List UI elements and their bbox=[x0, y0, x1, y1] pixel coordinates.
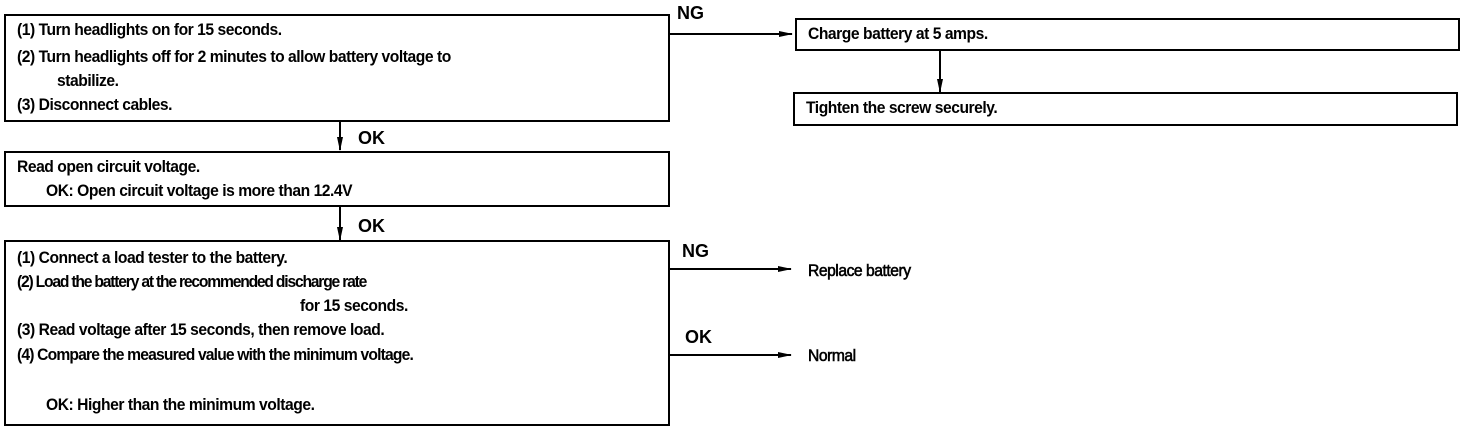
step2-line2: OK: Open circuit voltage is more than 12… bbox=[46, 181, 353, 200]
step3-line4: (3) Read voltage after 15 seconds, then … bbox=[17, 320, 385, 339]
step3-line5: (4) Compare the measured value with the … bbox=[17, 345, 414, 364]
step1-line2: (2) Turn headlights off for 2 minutes to… bbox=[17, 47, 451, 66]
tighten-screw-box bbox=[793, 92, 1458, 126]
outcome-normal: Normal bbox=[808, 346, 857, 366]
outcome-replace-battery: Replace battery bbox=[808, 261, 912, 281]
step-box-open-circuit bbox=[4, 151, 670, 207]
step3-line6: OK: Higher than the minimum voltage. bbox=[46, 395, 315, 414]
step3-line1: (1) Connect a load tester to the battery… bbox=[17, 248, 288, 267]
ng-label-top: NG bbox=[677, 3, 704, 23]
step2-line1: Read open circuit voltage. bbox=[17, 157, 200, 176]
charge-battery-text: Charge battery at 5 amps. bbox=[808, 24, 988, 43]
step1-line3: stabilize. bbox=[57, 71, 119, 90]
ok-label-bottom: OK bbox=[685, 327, 712, 347]
charge-battery-box bbox=[795, 18, 1460, 51]
ok-label-1: OK bbox=[358, 128, 385, 148]
step1-line1: (1) Turn headlights on for 15 seconds. bbox=[17, 20, 282, 39]
ng-label-bottom: NG bbox=[682, 241, 709, 261]
step3-line3: for 15 seconds. bbox=[300, 296, 408, 315]
step3-line2: (2) Load the battery at the recommended … bbox=[17, 272, 367, 291]
step-box-preparation bbox=[4, 14, 670, 122]
step-box-load-test bbox=[4, 240, 670, 426]
ok-label-2: OK bbox=[358, 216, 385, 236]
tighten-screw-text: Tighten the screw securely. bbox=[806, 98, 998, 117]
step1-line4: (3) Disconnect cables. bbox=[17, 95, 173, 114]
